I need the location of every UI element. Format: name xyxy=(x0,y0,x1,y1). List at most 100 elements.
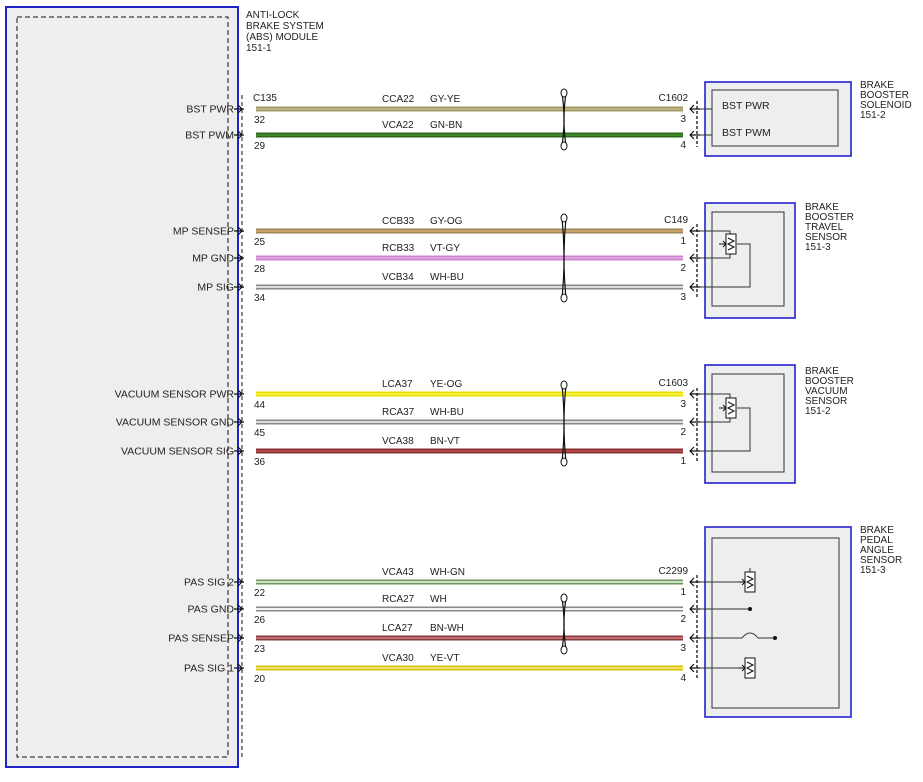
wire-break-marker xyxy=(560,380,568,467)
component-title-line: SENSOR xyxy=(860,555,902,566)
wire-break-marker xyxy=(560,88,568,151)
wire-circuit-label: LCA27 xyxy=(382,623,413,634)
wire-circuit-label: VCB34 xyxy=(382,272,414,283)
module-pin-number: 32 xyxy=(254,115,266,126)
travel-sensor-trace xyxy=(712,243,751,288)
module-pin-arrow xyxy=(234,104,244,114)
module-pin-arrow xyxy=(234,282,244,292)
component-title-line: ANGLE xyxy=(860,545,894,556)
break-cap-top xyxy=(560,88,568,98)
component-inner-box xyxy=(711,89,839,147)
break-cap-bottom xyxy=(560,293,568,303)
break-curve-right xyxy=(563,597,567,651)
component-pin-number: 1 xyxy=(680,456,686,467)
module-signal-label: MP SENSEP xyxy=(173,226,234,238)
wiper-arrow xyxy=(719,404,727,412)
component-pin-arrow xyxy=(689,577,700,587)
module-pin-number: 34 xyxy=(254,293,266,304)
component-title-line: 151-3 xyxy=(805,242,831,253)
component-inner-box xyxy=(711,373,785,473)
module-signal-label: VACUUM SENSOR SIG xyxy=(121,446,234,458)
module-pin-number: 26 xyxy=(254,615,266,626)
wire-circuit-label: LCA37 xyxy=(382,379,413,390)
component-title-line: SENSOR xyxy=(805,396,847,407)
module-pin-arrow xyxy=(234,604,244,614)
component-pin-number: 2 xyxy=(680,427,686,438)
component-inner-box xyxy=(711,211,785,307)
module-pin-arrow xyxy=(234,417,244,427)
break-curve-right xyxy=(563,92,567,147)
component-pin-number: 2 xyxy=(680,263,686,274)
component-pin-arrow xyxy=(689,282,700,292)
wire-color-code-label: GN-BN xyxy=(430,120,462,131)
module-signal-label: PAS GND xyxy=(188,604,235,616)
resistor-zigzag xyxy=(745,661,755,675)
component-title-line: BRAKE xyxy=(860,80,894,91)
module-pin-number: 44 xyxy=(254,400,266,411)
resistor-zigzag xyxy=(726,237,736,251)
component-connector-id: C149 xyxy=(664,215,688,226)
wire-color-code-label: BN-WH xyxy=(430,623,464,634)
abs-module-title-line: ANTI-LOCK xyxy=(246,10,300,21)
component-title-line: SENSOR xyxy=(805,232,847,243)
wire-circuit-label: VCA30 xyxy=(382,653,414,664)
component-connector-id: C1602 xyxy=(659,93,689,104)
component-title-line: BOOSTER xyxy=(860,90,909,101)
wire-circuit-label: RCA27 xyxy=(382,594,415,605)
component-pin-label: BST PWR xyxy=(722,100,770,112)
module-pin-arrow xyxy=(234,253,244,263)
break-curve-right xyxy=(563,384,567,463)
component-pedal xyxy=(704,526,852,718)
component-solenoid xyxy=(704,81,852,157)
component-title-line: PEDAL xyxy=(860,535,893,546)
module-signal-label: MP GND xyxy=(192,253,234,265)
wire-color-code-label: WH-BU xyxy=(430,272,464,283)
module-pin-number: 28 xyxy=(254,264,266,275)
wire-circuit-label: RCB33 xyxy=(382,243,415,254)
component-title-line: SOLENOID xyxy=(860,100,912,111)
component-connector-id: C2299 xyxy=(659,566,689,577)
wire-color-code-label: GY-OG xyxy=(430,216,463,227)
component-pin-number: 4 xyxy=(680,673,686,684)
component-connector-id: C1603 xyxy=(659,378,689,389)
wire-circuit-label: VCA22 xyxy=(382,120,414,131)
module-pin-arrow xyxy=(234,130,244,140)
abs-module-inner-outline xyxy=(16,16,229,758)
wire-color-code-label: YE-VT xyxy=(430,653,459,664)
junction-dot xyxy=(773,636,777,640)
component-pin-arrow xyxy=(689,663,700,673)
wire-color-code-label: WH-BU xyxy=(430,407,464,418)
wire-circuit-label: VCA38 xyxy=(382,436,414,447)
module-signal-label: VACUUM SENSOR GND xyxy=(116,417,235,429)
wire-circuit-label: RCA37 xyxy=(382,407,415,418)
module-pin-arrow xyxy=(234,446,244,456)
component-pin-arrow xyxy=(689,417,700,427)
module-pin-number: 25 xyxy=(254,237,266,248)
component-pin-number: 3 xyxy=(680,114,686,125)
break-cap-top xyxy=(560,593,568,603)
component-pin-label: BST PWM xyxy=(722,127,771,139)
resistor-zigzag xyxy=(745,575,755,589)
component-pin-number: 3 xyxy=(680,643,686,654)
module-pin-number: 36 xyxy=(254,457,266,468)
break-cap-top xyxy=(560,213,568,223)
wire-break-marker xyxy=(560,213,568,303)
component-pin-number: 1 xyxy=(680,587,686,598)
abs-module-frame xyxy=(5,6,239,768)
component-title-line: BRAKE xyxy=(805,366,839,377)
wire-4: MP GND 28 RCB33 VT-GY 2 xyxy=(192,243,712,275)
wire-color-code-label: VT-GY xyxy=(430,243,460,254)
module-pin-arrow xyxy=(234,389,244,399)
break-cap-bottom xyxy=(560,645,568,655)
wire-color-code-label: YE-OG xyxy=(430,379,462,390)
module-signal-label: MP SIG xyxy=(197,282,234,294)
